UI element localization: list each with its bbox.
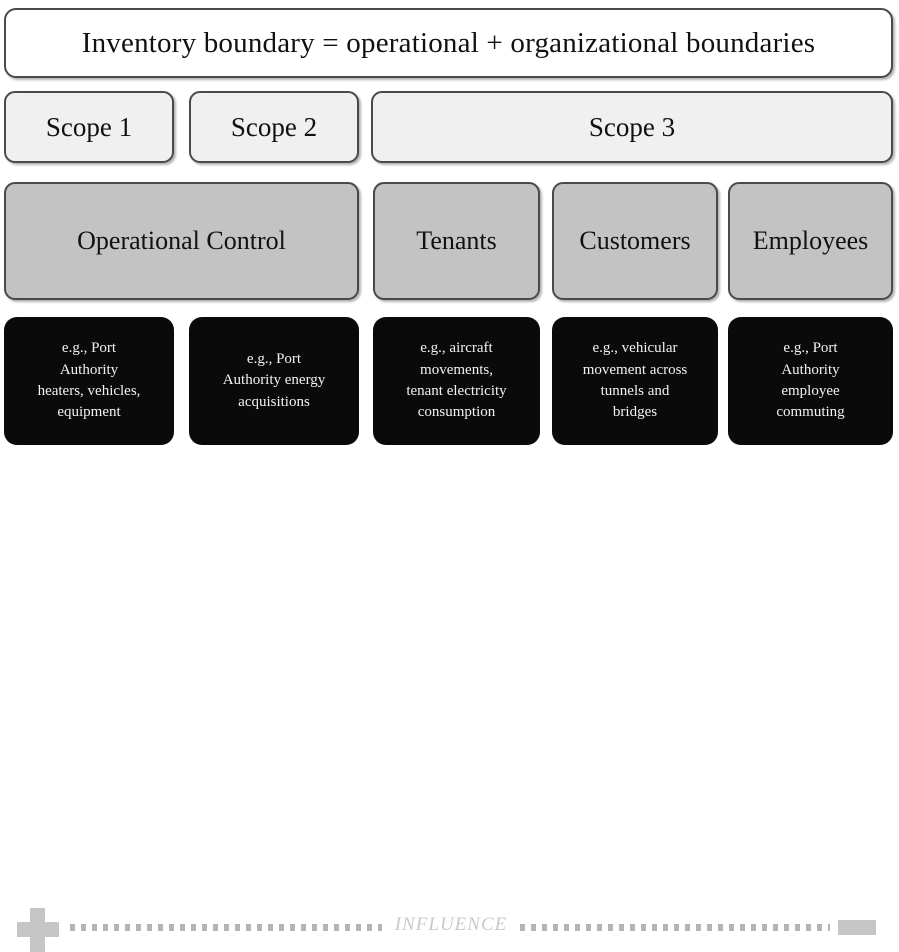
inventory-boundary-banner: Inventory boundary = operational + organ… xyxy=(4,8,893,78)
plus-icon xyxy=(17,908,59,952)
influence-dotted-line-right xyxy=(520,924,830,931)
example-line: e.g., Port xyxy=(783,340,838,357)
example-line: e.g., Port xyxy=(246,351,302,368)
example-line: Authority xyxy=(781,361,840,378)
example-box-2: e.g., Port Authority energy acquisitions xyxy=(189,317,359,445)
category-box-customers: Customers xyxy=(552,182,718,300)
example-line: bridges xyxy=(612,404,658,421)
plus-icon-vertical-bar xyxy=(30,908,45,952)
scope-box-2: Scope 2 xyxy=(189,91,359,163)
scope-box-3: Scope 3 xyxy=(371,91,893,163)
example-line: tunnels and xyxy=(600,383,670,399)
example-line: consumption xyxy=(417,404,496,421)
example-line: employee xyxy=(781,383,840,399)
example-line: acquisitions xyxy=(238,393,310,410)
example-line: commuting xyxy=(776,404,845,421)
example-line: equipment xyxy=(57,404,121,421)
example-line: Authority xyxy=(59,361,119,378)
example-box-5: e.g., Port Authority employee commuting xyxy=(728,317,893,445)
category-box-operational-control: Operational Control xyxy=(4,182,359,300)
example-box-1: e.g., Port Authority heaters, vehicles, … xyxy=(4,317,174,445)
example-line: Authority energy xyxy=(222,372,326,389)
example-line: heaters, vehicles, xyxy=(37,383,141,399)
influence-axis: INFLUENCE xyxy=(0,452,899,952)
example-line: movements, xyxy=(420,361,493,378)
example-box-4: e.g., vehicular movement across tunnels … xyxy=(552,317,718,445)
category-box-employees: Employees xyxy=(728,182,893,300)
inventory-boundary-diagram: Inventory boundary = operational + organ… xyxy=(0,8,899,952)
influence-dotted-line-left xyxy=(70,924,382,931)
example-line: e.g., vehicular xyxy=(592,340,678,357)
example-box-3: e.g., aircraft movements, tenant electri… xyxy=(373,317,540,445)
scope-box-1: Scope 1 xyxy=(4,91,174,163)
influence-label: INFLUENCE xyxy=(394,914,508,935)
example-line: e.g., aircraft xyxy=(420,340,493,357)
example-line: movement across xyxy=(582,361,688,378)
example-line: tenant electricity xyxy=(406,383,507,399)
minus-icon xyxy=(838,920,876,935)
category-box-tenants: Tenants xyxy=(373,182,540,300)
example-line: e.g., Port xyxy=(61,340,117,357)
